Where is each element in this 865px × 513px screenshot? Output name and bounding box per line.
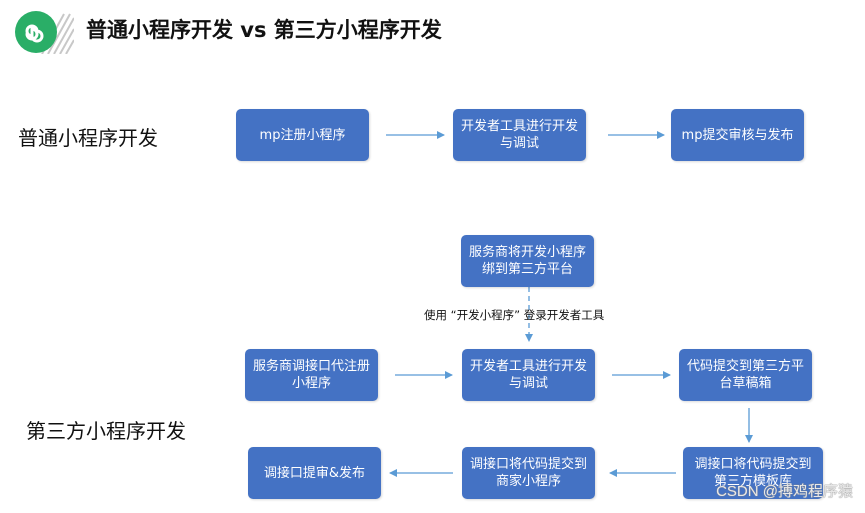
step-mp-submit-publish: mp提交审核与发布 bbox=[671, 109, 804, 161]
step-bind-to-platform: 服务商将开发小程序绑到第三方平台 bbox=[461, 235, 594, 287]
step-dev-tools: 开发者工具进行开发与调试 bbox=[453, 109, 586, 161]
step-submit-draft: 代码提交到第三方平台草稿箱 bbox=[679, 349, 812, 401]
edge-label-login: 使用 “开发小程序” 登录开发者工具 bbox=[424, 308, 605, 322]
mini-program-logo-icon bbox=[15, 11, 74, 54]
page-title: 普通小程序开发 vs 第三方小程序开发 bbox=[86, 18, 442, 42]
watermark: CSDN @搏鸡程序猿 bbox=[716, 483, 853, 500]
step-commit-merchant: 调接口将代码提交到商家小程序 bbox=[462, 447, 595, 499]
step-submit-template: 调接口将代码提交到第三方模板库 bbox=[683, 447, 823, 499]
step-audit-publish: 调接口提审&发布 bbox=[248, 447, 381, 499]
section-label-third-party: 第三方小程序开发 bbox=[26, 419, 186, 443]
section-label-normal: 普通小程序开发 bbox=[18, 126, 158, 150]
step-mp-register: mp注册小程序 bbox=[236, 109, 369, 161]
step-dev-tools-third: 开发者工具进行开发与调试 bbox=[462, 349, 595, 401]
step-register-by-api: 服务商调接口代注册小程序 bbox=[245, 349, 378, 401]
